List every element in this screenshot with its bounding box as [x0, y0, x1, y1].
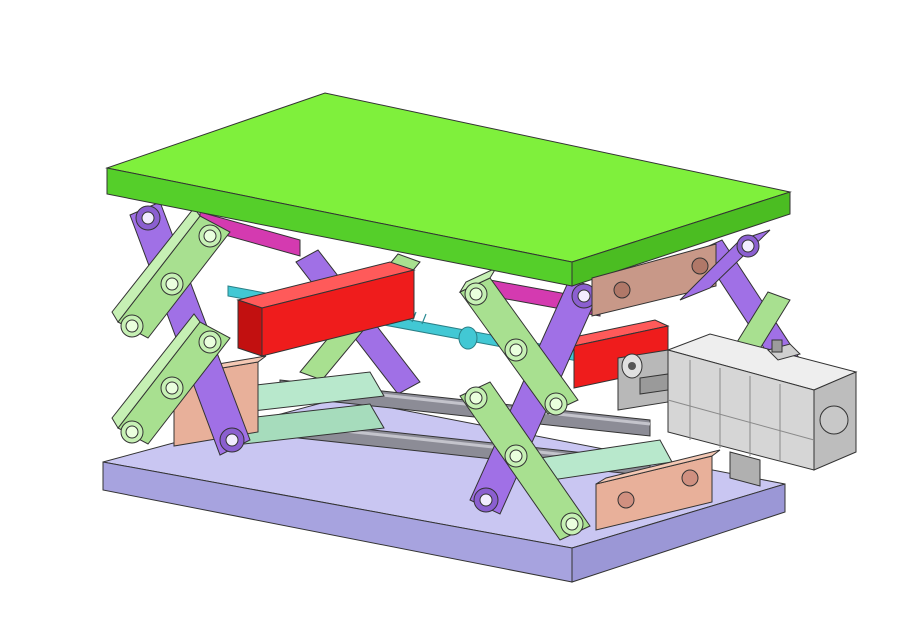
screw-nut-blocks: [236, 261, 670, 389]
center-front-scissor: [458, 266, 601, 541]
coupling: [617, 349, 669, 411]
platform-side-face: [571, 191, 791, 287]
servo-motor: [666, 333, 858, 487]
right-end-block: [595, 449, 721, 531]
lower-mounts: [229, 371, 673, 481]
base-plate-side: [571, 483, 786, 583]
top-right-bracket: [591, 243, 717, 317]
left-front-scissor: [111, 201, 251, 456]
top-platform: [105, 92, 792, 287]
